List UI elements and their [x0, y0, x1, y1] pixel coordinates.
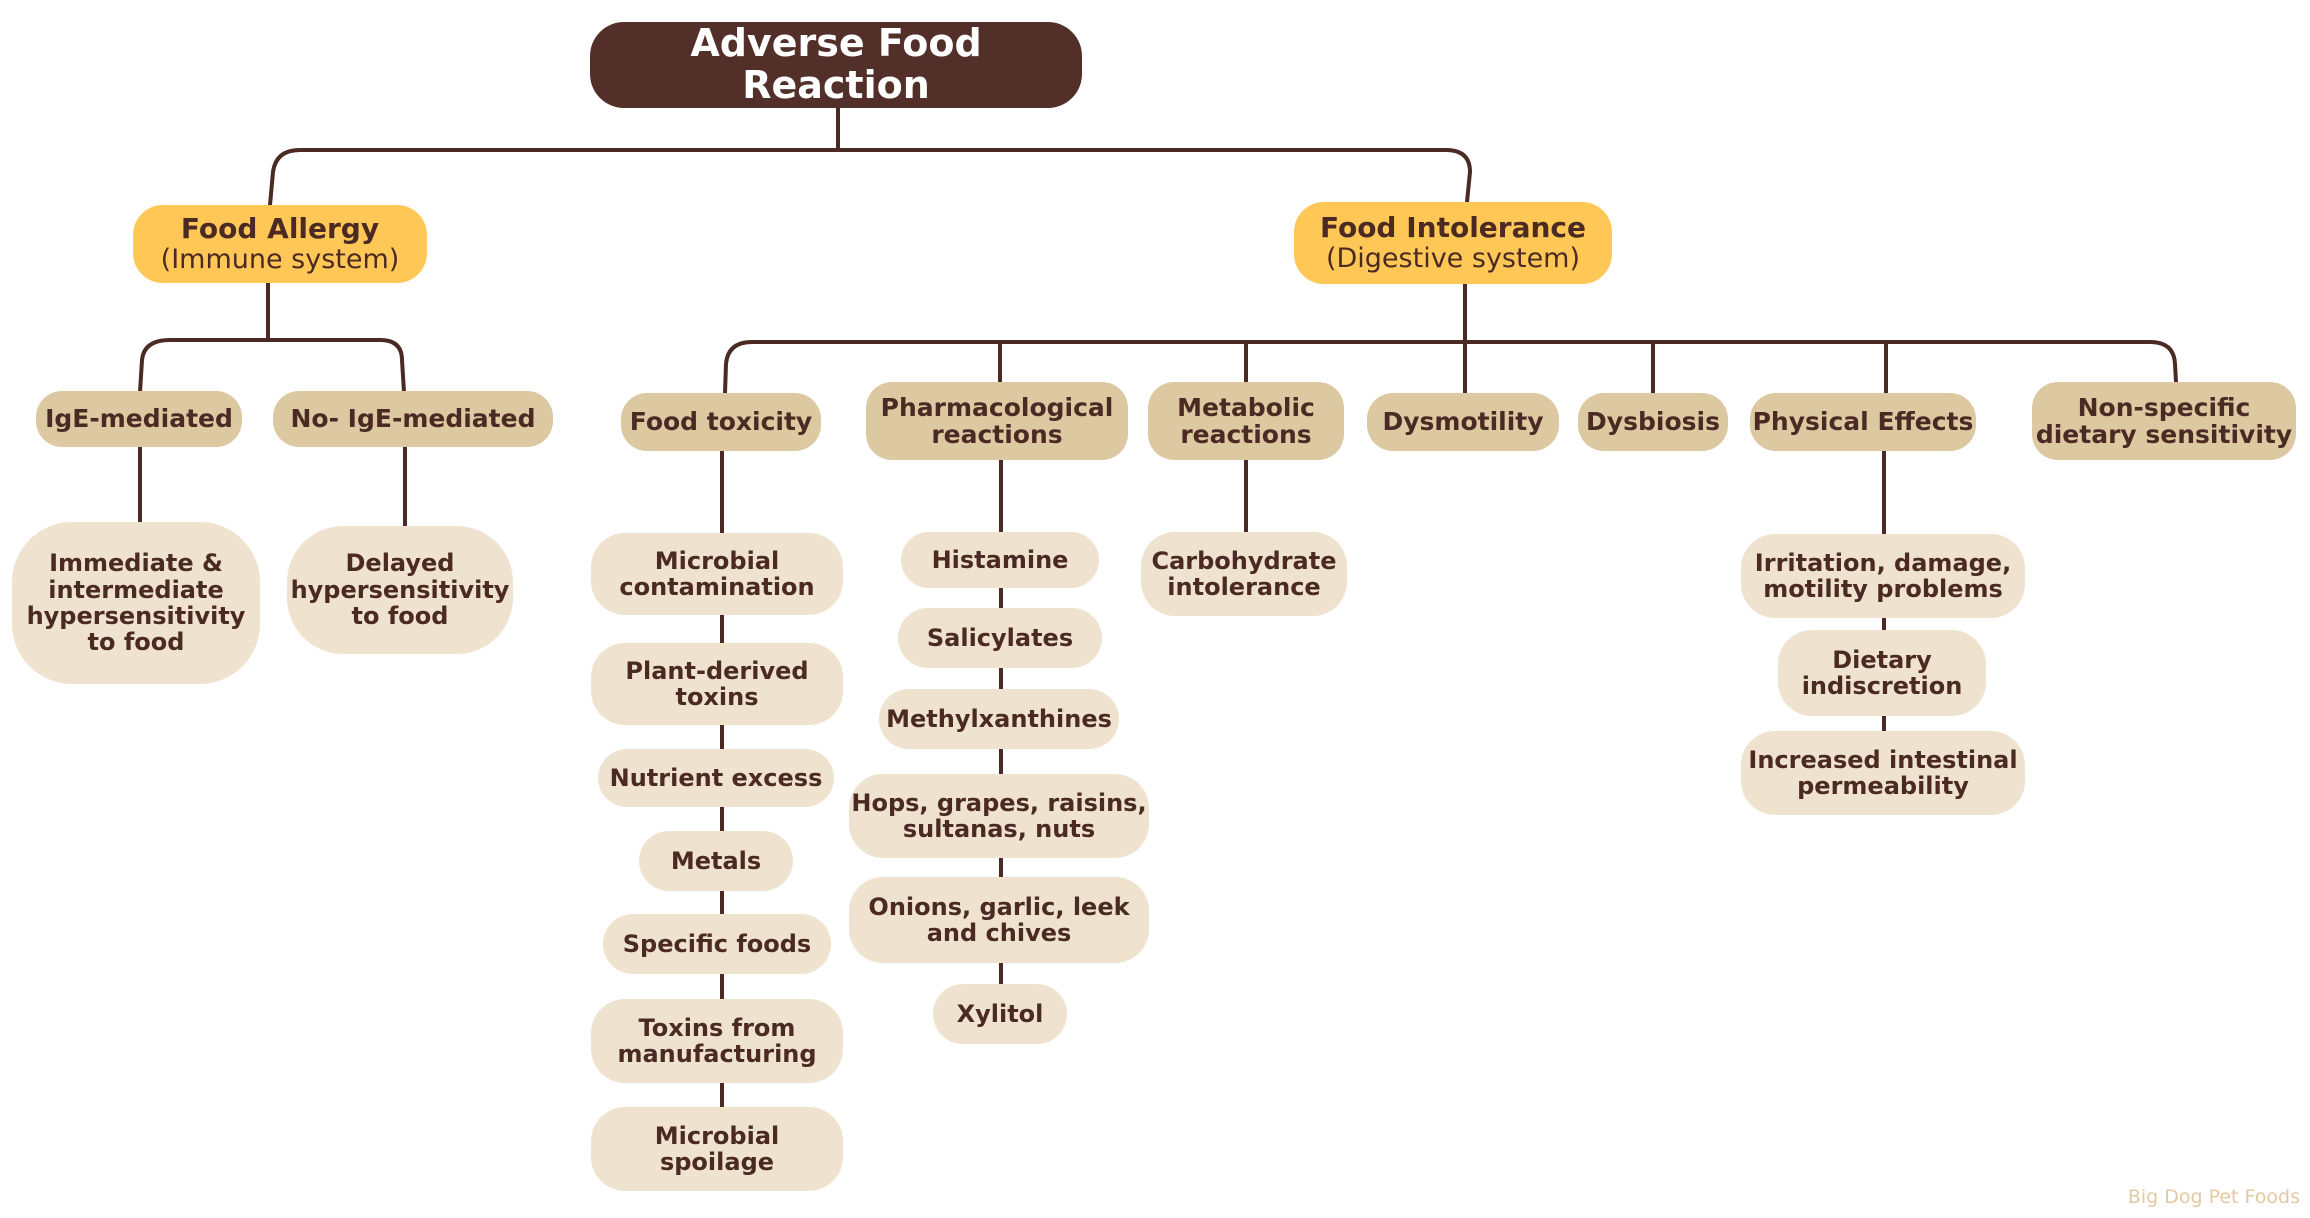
- leaf-line: sultanas, nuts: [902, 815, 1096, 843]
- leaf-line: Histamine: [931, 545, 1069, 574]
- leaf-line: Metals: [670, 846, 762, 875]
- physical-effects-node: Physical Effects: [1750, 393, 1976, 451]
- salicylates-node: Salicylates: [898, 608, 1102, 668]
- metabolic-label-line: reactions: [1180, 420, 1312, 449]
- leaf-line: motility problems: [1763, 575, 2003, 603]
- food-intolerance-subtitle: (Digestive system): [1325, 242, 1581, 274]
- plant-derived-toxins-node: Plant-derived toxins: [591, 643, 843, 725]
- dysbiosis-node: Dysbiosis: [1578, 393, 1728, 451]
- connector-intolerance-bar: [723, 340, 2178, 395]
- dysbiosis-label: Dysbiosis: [1586, 407, 1720, 437]
- leaf-line: hypersensitivity: [290, 575, 510, 604]
- leaf-line: Salicylates: [926, 623, 1074, 652]
- specific-foods-node: Specific foods: [603, 914, 831, 974]
- non-ige-mediated-node: No- IgE-mediated: [273, 391, 553, 447]
- pharmacological-reactions-node: Pharmacological reactions: [866, 382, 1128, 460]
- xylitol-node: Xylitol: [933, 984, 1067, 1044]
- food-allergy-title: Food Allergy: [180, 211, 380, 245]
- non-ige-mediated-label: No- IgE-mediated: [290, 404, 536, 434]
- leaf-line: and chives: [926, 919, 1072, 947]
- delayed-hypersensitivity-node: Delayed hypersensitivity to food: [287, 526, 513, 654]
- leaf-line: Onions, garlic, leek: [868, 892, 1130, 921]
- leaf-line: toxins: [675, 683, 759, 711]
- pharmacological-label-line: reactions: [931, 420, 1063, 449]
- leaf-line: to food: [87, 628, 185, 657]
- leaf-line: Hops, grapes, raisins,: [851, 788, 1147, 817]
- methylxanthines-node: Methylxanthines: [879, 689, 1119, 749]
- footer-credit: Big Dog Pet Foods: [2127, 1186, 2300, 1208]
- leaf-line: hypersensitivity: [26, 602, 246, 630]
- leaf-line: intolerance: [1167, 573, 1321, 601]
- leaf-line: Specific foods: [622, 929, 812, 958]
- food-intolerance-node: Food Intolerance (Digestive system): [1294, 202, 1612, 284]
- metabolic-label-line: Metabolic: [1177, 392, 1315, 422]
- metals-node: Metals: [639, 831, 793, 891]
- leaf-line: manufacturing: [617, 1040, 817, 1068]
- dietary-indiscretion-node: Dietary indiscretion: [1778, 630, 1986, 716]
- non-specific-label-line: Non-specific: [2077, 392, 2251, 422]
- leaf-line: Carbohydrate: [1151, 546, 1337, 575]
- leaf-line: Microbial: [654, 1121, 780, 1150]
- leaf-line: intermediate: [48, 575, 224, 604]
- food-intolerance-title: Food Intolerance: [1319, 210, 1587, 244]
- leaf-line: spoilage: [659, 1148, 775, 1176]
- toxins-from-manufacturing-node: Toxins from manufacturing: [591, 999, 843, 1083]
- connector-root-bar: [268, 148, 1473, 207]
- connector-allergy-bar: [138, 338, 406, 394]
- leaf-line: to food: [351, 602, 449, 631]
- food-toxicity-node: Food toxicity: [621, 393, 821, 451]
- physical-effects-label: Physical Effects: [1752, 407, 1974, 437]
- microbial-spoilage-node: Microbial spoilage: [591, 1107, 843, 1191]
- leaf-line: Methylxanthines: [886, 704, 1112, 733]
- dysmotility-label: Dysmotility: [1382, 407, 1544, 437]
- metabolic-reactions-node: Metabolic reactions: [1148, 382, 1344, 460]
- food-toxicity-label: Food toxicity: [629, 407, 813, 437]
- leaf-line: Immediate &: [49, 549, 223, 578]
- root-node: Adverse Food Reaction: [590, 22, 1082, 108]
- irritation-damage-node: Irritation, damage, motility problems: [1741, 534, 2025, 618]
- root-label: Adverse Food Reaction: [690, 21, 982, 107]
- dysmotility-node: Dysmotility: [1367, 393, 1559, 451]
- hops-grapes-raisins-node: Hops, grapes, raisins, sultanas, nuts: [849, 774, 1149, 858]
- non-specific-sensitivity-node: Non-specific dietary sensitivity: [2032, 382, 2296, 460]
- histamine-node: Histamine: [901, 532, 1099, 588]
- ige-mediated-label: IgE-mediated: [45, 404, 233, 434]
- food-allergy-node: Food Allergy (Immune system): [133, 205, 427, 283]
- non-specific-label-line: dietary sensitivity: [2035, 420, 2293, 449]
- leaf-line: Toxins from: [638, 1013, 796, 1042]
- leaf-line: Microbial: [654, 546, 780, 575]
- leaf-line: permeability: [1797, 772, 1969, 800]
- leaf-line: Nutrient excess: [609, 763, 823, 792]
- leaf-line: Xylitol: [956, 999, 1044, 1028]
- food-allergy-subtitle: (Immune system): [160, 243, 400, 275]
- leaf-line: Delayed: [345, 549, 455, 578]
- ige-mediated-node: IgE-mediated: [36, 391, 242, 447]
- nutrient-excess-node: Nutrient excess: [598, 749, 834, 807]
- carbohydrate-intolerance-node: Carbohydrate intolerance: [1141, 532, 1347, 616]
- pharmacological-label-line: Pharmacological: [880, 392, 1114, 422]
- leaf-line: Dietary: [1832, 645, 1932, 674]
- leaf-line: Plant-derived: [625, 656, 809, 685]
- leaf-line: Irritation, damage,: [1754, 548, 2012, 577]
- leaf-line: indiscretion: [1801, 672, 1963, 700]
- onions-garlic-leek-node: Onions, garlic, leek and chives: [849, 877, 1149, 963]
- immediate-hypersensitivity-node: Immediate & intermediate hypersensitivit…: [12, 522, 260, 684]
- increased-permeability-node: Increased intestinal permeability: [1741, 731, 2025, 815]
- microbial-contamination-node: Microbial contamination: [591, 533, 843, 615]
- leaf-line: Increased intestinal: [1748, 745, 2018, 774]
- leaf-line: contamination: [619, 573, 815, 601]
